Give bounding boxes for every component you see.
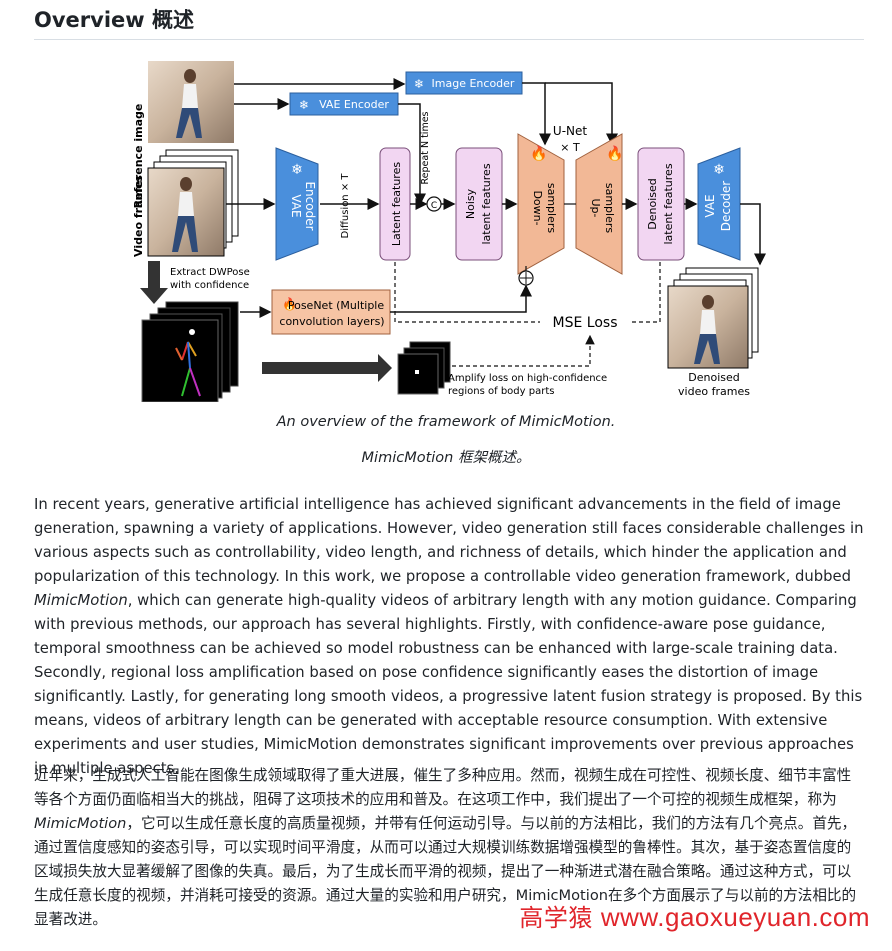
up-label-1: Up- — [589, 198, 602, 217]
denoised-frames-label-1: Denoised — [688, 371, 739, 384]
denoised-latent-block: Denoised latent features — [637, 147, 685, 261]
vae-encoder-block: ❄ VAE Encoder — [275, 147, 319, 261]
unet-label: U-Net — [553, 124, 587, 138]
denoised-video-frames — [667, 267, 759, 369]
snowflake-icon: ❄ — [291, 162, 303, 178]
chinese-text-2: ，它可以生成任意长度的高质量视频，并带有任何运动引导。与以前的方法相比，我们的方… — [34, 815, 857, 928]
fire-icon: 🔥 — [530, 145, 547, 162]
image-encoder-block: ❄ Image Encoder — [405, 71, 523, 95]
mse-loss-label: MSE Loss — [553, 315, 618, 331]
downsamplers-block: 🔥 Down- samplers — [517, 133, 565, 275]
down-label-1: Down- — [531, 190, 544, 225]
figure-caption-zh: MimicMotion 框架概述。 — [361, 450, 531, 466]
vae-encoder-label-1: VAE — [289, 194, 303, 217]
english-paragraph: In recent years, generative artificial i… — [34, 493, 864, 781]
posenet-label-2: convolution layers) — [279, 315, 384, 328]
vae-decoder-label-2: Decoder — [719, 181, 733, 232]
noisy-label-2: latent features — [480, 163, 493, 244]
noisy-latent-block: Noisy latent features — [455, 147, 503, 261]
posenet-label-1: PoseNet (Multiple — [288, 299, 384, 312]
upsamplers-block: 🔥 Up- samplers — [575, 133, 623, 275]
english-emphasis: MimicMotion — [34, 592, 128, 609]
noisy-label-1: Noisy — [464, 188, 477, 219]
posenet-block: 🔥 PoseNet (Multiple convolution layers) — [271, 289, 391, 335]
denoised-frames-label-2: video frames — [678, 385, 750, 398]
vae-decoder-label-1: VAE — [703, 194, 717, 217]
denoised-label-2: latent features — [662, 163, 675, 244]
denoised-label-1: Denoised — [646, 178, 659, 229]
reference-image-label: Reference image — [132, 104, 145, 209]
heading-divider — [34, 39, 864, 40]
latent-features-label: Latent features — [390, 162, 403, 246]
chinese-emphasis: MimicMotion — [34, 815, 127, 832]
chinese-paragraph: 近年来，生成式人工智能在图像生成领域取得了重大进展，催生了多种应用。然而，视频生… — [34, 764, 864, 932]
watermark-url: www.gaoxueyuan.com — [600, 902, 870, 932]
extract-label-1: Extract DWPose — [170, 267, 250, 278]
video-frames-label: Video frames — [132, 175, 145, 257]
svg-text:C: C — [431, 201, 437, 211]
mask-frames-stack — [397, 341, 451, 395]
framework-diagram: Reference image Video frames ❄ Image Enc… — [132, 61, 766, 402]
extract-label-2: with confidence — [170, 280, 249, 291]
down-label-2: samplers — [545, 183, 558, 234]
snowflake-icon: ❄ — [713, 162, 725, 178]
unet-times-label: × T — [560, 141, 580, 154]
vae-encoder-top-label: VAE Encoder — [319, 98, 389, 111]
latent-features-block: Latent features — [379, 147, 411, 261]
english-text-1: In recent years, generative artificial i… — [34, 496, 864, 585]
add-node — [518, 270, 534, 286]
section-title: Overview 概述 — [34, 8, 194, 32]
image-encoder-label: Image Encoder — [432, 77, 515, 90]
video-frames-stack — [147, 149, 239, 257]
english-text-2: , which can generate high-quality videos… — [34, 592, 863, 777]
vae-encoder-top-block: ❄ VAE Encoder — [289, 92, 399, 116]
snowflake-icon: ❄ — [299, 98, 309, 112]
amplify-label-2: regions of body parts — [448, 386, 554, 397]
snowflake-icon: ❄ — [414, 77, 424, 91]
diffusion-label: Diffusion × T — [340, 173, 351, 239]
reference-image — [148, 61, 234, 143]
fire-icon: 🔥 — [282, 297, 297, 311]
pose-frames-stack — [141, 301, 239, 402]
repeat-label: Repeat N times — [420, 111, 431, 184]
chinese-text-1: 近年来，生成式人工智能在图像生成领域取得了重大进展，催生了多种应用。然而，视频生… — [34, 767, 852, 808]
vae-decoder-block: ❄ VAE Decoder — [697, 147, 741, 261]
up-label-2: samplers — [603, 183, 616, 234]
concat-node: C — [426, 196, 442, 212]
vae-encoder-label-2: Encoder — [303, 181, 317, 230]
figure-caption-en: An overview of the framework of MimicMot… — [276, 414, 616, 430]
fire-icon: 🔥 — [606, 145, 623, 162]
amplify-label-1: Amplify loss on high-confidence — [448, 373, 607, 384]
watermark-cn: 高学猿 — [519, 904, 593, 932]
